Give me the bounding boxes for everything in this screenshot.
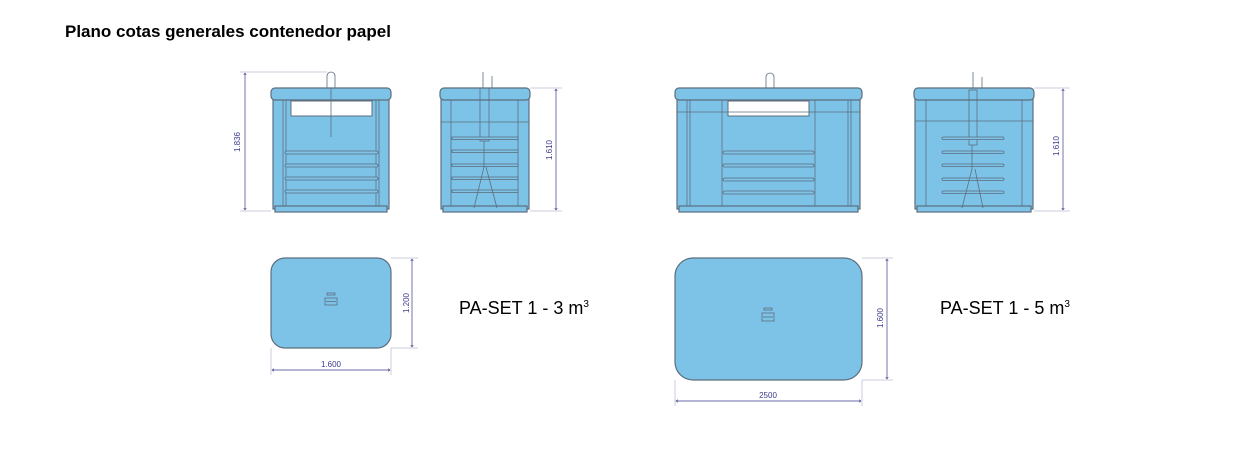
dimension-height-body-2: 1.610	[1034, 87, 1070, 212]
svg-text:1.600: 1.600	[321, 360, 342, 369]
svg-text:1.200: 1.200	[402, 292, 411, 313]
page-title: Plano cotas generales contenedor papel	[65, 22, 391, 41]
hook-icon	[326, 71, 336, 88]
svg-text:1.610: 1.610	[545, 139, 554, 160]
svg-text:2500: 2500	[759, 391, 777, 400]
dimension-depth-1: 1.200	[391, 257, 418, 349]
model1-side-view	[439, 72, 531, 213]
model2-top-view	[674, 257, 863, 381]
hook-icon	[765, 72, 775, 88]
dimension-width-1: 1.600	[270, 348, 392, 375]
svg-text:1.600: 1.600	[876, 307, 885, 328]
model1-top-view	[270, 257, 392, 349]
dimension-height-body-1: 1.610	[530, 87, 562, 212]
model2-side-view	[913, 72, 1035, 213]
dimension-height-total: 1.836	[233, 71, 327, 212]
svg-text:1.836: 1.836	[233, 131, 242, 152]
model2-label: PA-SET 1 - 5 m3	[940, 298, 1070, 318]
model1-label: PA-SET 1 - 3 m3	[459, 298, 589, 318]
svg-text:1.610: 1.610	[1052, 135, 1061, 156]
dimension-depth-2: 1.600	[862, 257, 893, 381]
model1-front-view	[270, 71, 392, 213]
dimension-width-2: 2500	[674, 380, 863, 406]
model2-front-view	[674, 72, 863, 213]
